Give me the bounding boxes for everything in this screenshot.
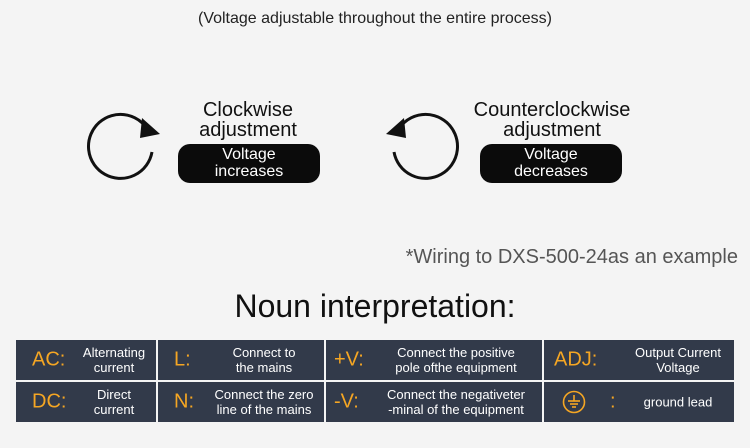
- term-code: ADJ:: [554, 348, 598, 371]
- term-desc: Connect the negativeter-minal of the equ…: [386, 387, 526, 417]
- term-cell-negative-v: -V: Connect the negativeter-minal of the…: [326, 382, 542, 422]
- counterclockwise-title: Counterclockwise adjustment: [473, 99, 631, 141]
- term-code: -V:: [334, 390, 359, 413]
- wiring-note: *Wiring to DXS-500-24as an example: [405, 246, 738, 268]
- top-note: (Voltage adjustable throughout the entir…: [197, 10, 552, 27]
- counterclockwise-arrow-icon: [386, 112, 459, 180]
- term-code: DC:: [32, 390, 67, 413]
- ground-icon: [562, 390, 586, 414]
- term-desc: ground lead: [643, 394, 713, 410]
- term-code: N:: [174, 390, 194, 413]
- voltage-decreases-badge: Voltage decreases: [480, 144, 622, 183]
- term-code: :: [610, 390, 616, 413]
- term-code: L:: [174, 348, 191, 371]
- clockwise-arrow-icon: [87, 112, 160, 180]
- noun-interpretation-title: Noun interpretation:: [234, 288, 516, 324]
- term-cell-ground: : ground lead: [544, 382, 734, 422]
- voltage-increases-badge: Voltage increases: [178, 144, 320, 183]
- term-code: +V:: [334, 348, 364, 371]
- term-code: AC:: [32, 348, 66, 371]
- clockwise-title: Clockwise adjustment: [199, 99, 297, 141]
